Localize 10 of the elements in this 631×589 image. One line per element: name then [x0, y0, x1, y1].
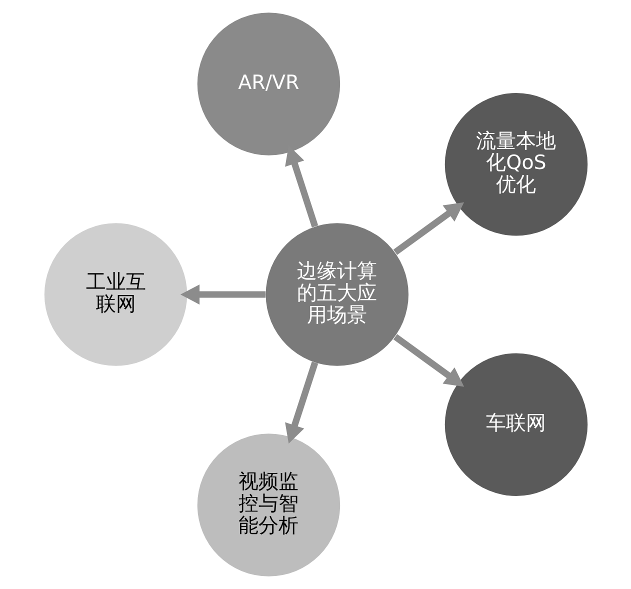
node-circle: AR/VR — [196, 12, 340, 156]
arrow — [284, 362, 318, 444]
node-circle: 车联网 — [444, 353, 588, 496]
arrow — [180, 284, 266, 305]
arrow — [392, 202, 464, 255]
node-circle: 边缘计算的五大应用场景 — [265, 223, 408, 366]
node-circle: 工业互联网 — [44, 223, 187, 366]
arrow — [392, 334, 464, 387]
node-circle: 流量本地化QoS优化 — [444, 93, 588, 236]
node-circle: 视频监控与智能分析 — [196, 434, 340, 576]
